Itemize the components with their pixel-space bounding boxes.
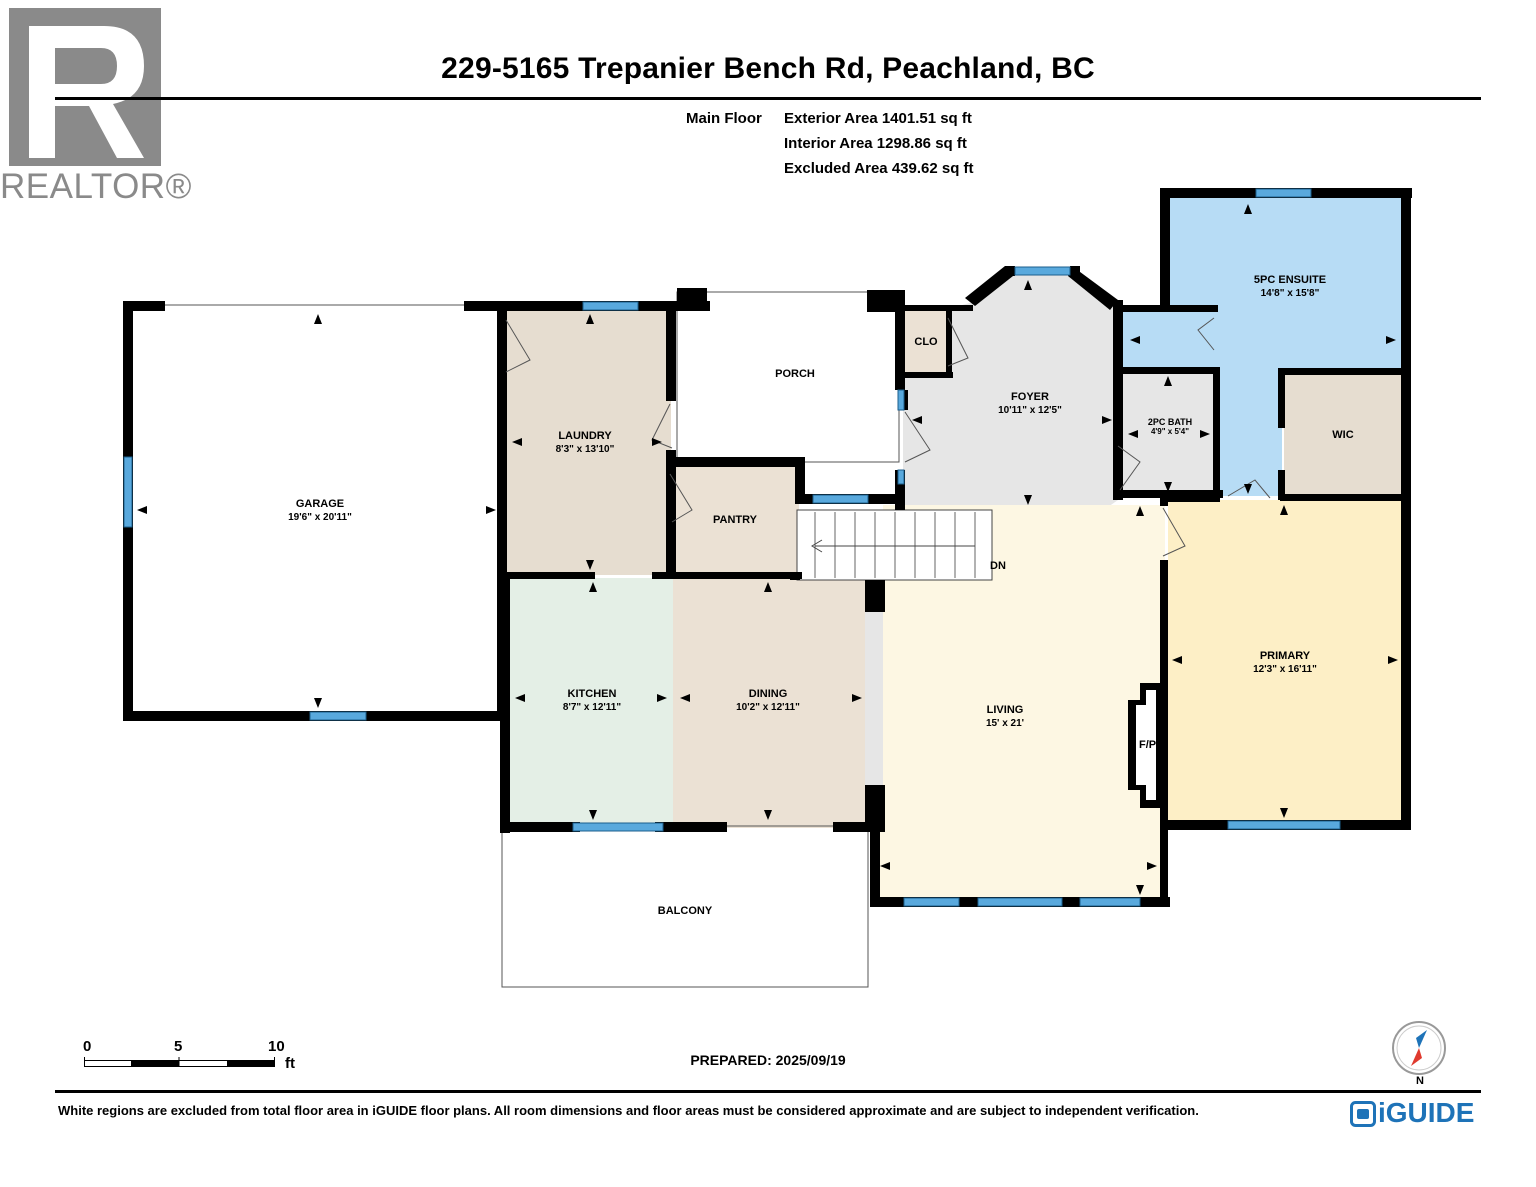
fireplace-label: F/P [1139, 739, 1157, 751]
passage-fill [865, 610, 883, 785]
iguide-wordmark: iGUIDE [1378, 1097, 1475, 1128]
room-bath2-dim: 4'9" x 5'4" [1150, 427, 1190, 436]
room-balcony: BALCONY [630, 905, 740, 918]
realtor-wordmark: REALTOR® [0, 167, 192, 206]
laundry-fill [506, 309, 671, 575]
room-porch-name: PORCH [775, 368, 815, 380]
room-garage-dim: 19'6" x 20'11" [288, 512, 352, 523]
room-foyer-name: FOYER [1011, 391, 1049, 403]
prepared-date: PREPARED: 2025/09/19 [690, 1052, 846, 1068]
iguide-logo-mark [1350, 1101, 1376, 1127]
room-kitchen-name: KITCHEN [567, 688, 617, 700]
excluded-area: Excluded Area 439.62 sq ft [784, 160, 974, 177]
interior-area: Interior Area 1298.86 sq ft [784, 135, 967, 152]
page-title: 229-5165 Trepanier Bench Rd, Peachland, … [441, 52, 1095, 85]
room-primary-dim: 12'3" x 16'11" [1253, 664, 1317, 675]
compass-north-label: N [1416, 1075, 1424, 1087]
kitchen-fill [506, 578, 673, 828]
room-clo: CLO [905, 336, 947, 349]
ensuite-fill [1123, 194, 1406, 496]
room-primary-name: PRIMARY [1259, 650, 1311, 662]
room-balcony-name: BALCONY [657, 905, 713, 917]
pantry-fill [673, 463, 799, 575]
scale-tick-10: 10 [268, 1038, 285, 1055]
scale-tick-0: 0 [83, 1038, 92, 1055]
room-wic-name: WIC [1332, 429, 1354, 441]
room-laundry: LAUNDRY 8'3" x 13'10" [520, 430, 650, 456]
footer-disclaimer: White regions are excluded from total fl… [58, 1103, 1199, 1118]
scale-bar [84, 1057, 275, 1067]
room-living-name: LIVING [986, 704, 1024, 716]
windows [123, 188, 1341, 907]
stairs [796, 509, 993, 581]
primary-fill [1168, 500, 1404, 825]
room-ensuite: 5PC ENSUITE 14'8" x 15'8" [1220, 274, 1360, 300]
room-clo-name: CLO [914, 336, 938, 348]
dimension-arrows [137, 204, 1398, 895]
bath2-fill [1123, 372, 1215, 496]
realtor-logo-mark [9, 8, 161, 166]
room-garage: GARAGE 19'6" x 20'11" [250, 498, 390, 524]
room-kitchen: KITCHEN 8'7" x 12'11" [530, 688, 654, 714]
room-bath2-name: 2PC BATH [1147, 417, 1193, 427]
room-living-dim: 15' x 21' [985, 718, 1025, 729]
exterior-area: Exterior Area 1401.51 sq ft [784, 110, 972, 127]
room-laundry-name: LAUNDRY [558, 430, 612, 442]
dining-fill [673, 578, 865, 828]
foyer-fill [903, 270, 1118, 507]
clo-fill [903, 309, 948, 377]
room-bath2: 2PC BATH 4'9" x 5'4" [1130, 417, 1210, 437]
room-dining: DINING 10'2" x 12'11" [700, 688, 836, 714]
title-divider [55, 97, 1481, 100]
room-foyer: FOYER 10'11" x 12'5" [960, 391, 1100, 417]
room-foyer-dim: 10'11" x 12'5" [998, 405, 1062, 416]
room-wic: WIC [1300, 429, 1386, 442]
stairs-label: DN [990, 560, 1006, 572]
realtor-logo [9, 8, 161, 166]
room-porch: PORCH [740, 368, 850, 381]
room-ensuite-dim: 14'8" x 15'8" [1260, 288, 1320, 299]
room-kitchen-dim: 8'7" x 12'11" [562, 702, 622, 713]
room-laundry-dim: 8'3" x 13'10" [555, 444, 615, 455]
room-ensuite-name: 5PC ENSUITE [1253, 274, 1327, 286]
scale-tick-5: 5 [174, 1038, 183, 1055]
scale-unit: ft [285, 1055, 295, 1072]
room-dining-name: DINING [748, 688, 788, 700]
room-pantry: PANTRY [690, 514, 780, 527]
room-dining-dim: 10'2" x 12'11" [736, 702, 800, 713]
room-living: LIVING 15' x 21' [960, 704, 1050, 730]
room-primary: PRIMARY 12'3" x 16'11" [1215, 650, 1355, 676]
wic-fill [1284, 375, 1402, 496]
compass-icon [1392, 1021, 1446, 1075]
floor-label: Main Floor [686, 110, 762, 127]
room-garage-name: GARAGE [295, 498, 345, 510]
room-pantry-name: PANTRY [713, 514, 757, 526]
living-fill [876, 505, 1165, 900]
footer-divider [55, 1090, 1481, 1093]
